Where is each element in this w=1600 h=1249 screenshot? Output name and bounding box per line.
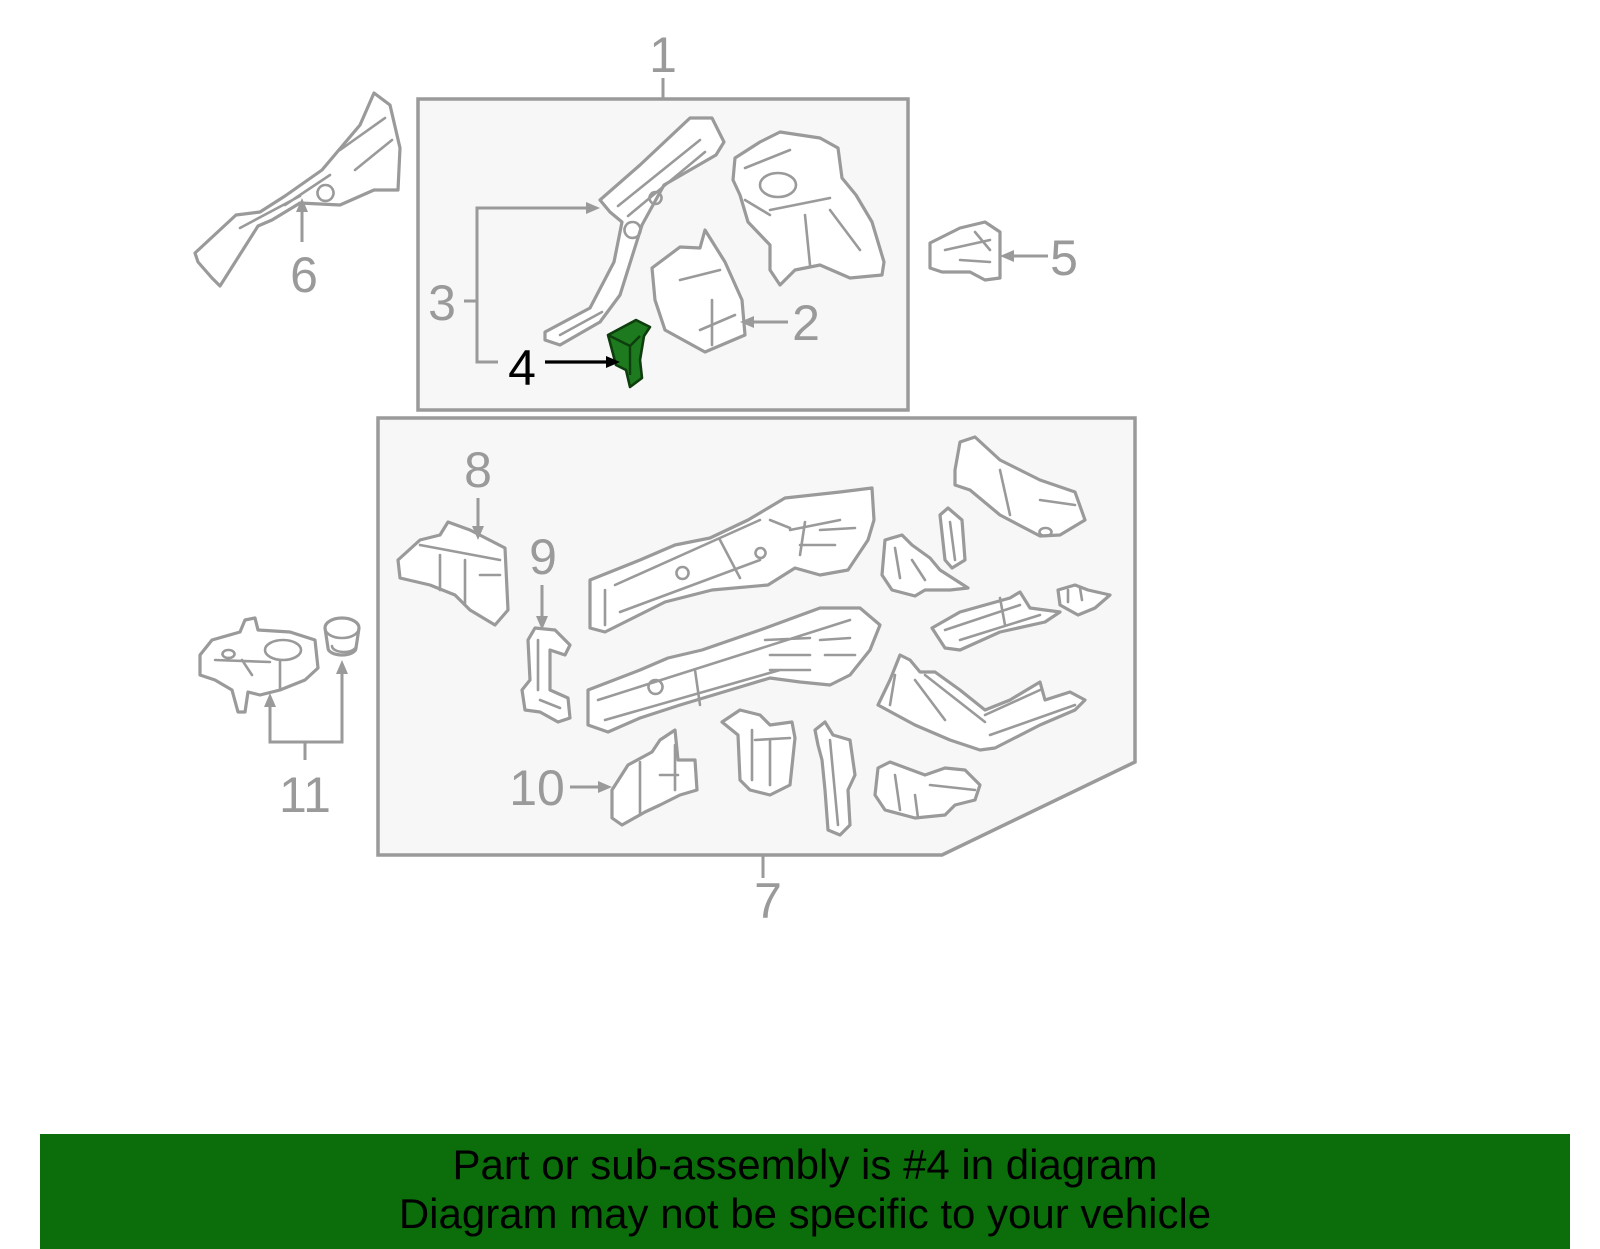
callout-9: 9 (529, 529, 557, 585)
leader-2 (740, 316, 788, 328)
part-7-lower-frame-rail[interactable] (586, 606, 882, 734)
callout-11: 11 (279, 767, 331, 823)
callout-3: 3 (428, 275, 456, 331)
callout-7: 7 (754, 873, 782, 929)
part-2-panel[interactable] (650, 228, 747, 354)
part-7-end-bracket[interactable] (873, 760, 982, 820)
banner-line-disclaimer: Diagram may not be specific to your vehi… (398, 1190, 1212, 1237)
callout-4: 4 (508, 340, 536, 396)
part-11-bump-stop[interactable] (323, 616, 361, 657)
part-7-upper-frame-rail[interactable] (588, 486, 876, 634)
part-7-clip[interactable] (1056, 583, 1112, 617)
part-6-apron[interactable] (193, 91, 402, 288)
part-7-lower-reinforcement[interactable] (876, 653, 1087, 752)
callout-6: 6 (290, 247, 318, 303)
callout-5: 5 (1050, 230, 1078, 286)
leader-6 (296, 198, 308, 242)
part-1-strut-tower[interactable] (731, 130, 886, 287)
part-7-channel-bracket[interactable] (720, 708, 797, 797)
part-9-bracket[interactable] (520, 626, 572, 724)
banner-line-part: Part or sub-assembly is #4 in diagram (452, 1141, 1158, 1188)
part-7-crossmember-bracket[interactable] (930, 590, 1062, 652)
leader-10 (570, 781, 612, 793)
part-4-bracket-highlighted[interactable] (606, 318, 652, 389)
part-8-bracket[interactable] (396, 520, 510, 627)
part-5-bracket[interactable] (928, 220, 1002, 282)
info-banner: Part or sub-assembly is #4 in diagram Di… (40, 1134, 1570, 1249)
part-7-small-bracket-b[interactable] (880, 533, 970, 598)
callout-8: 8 (464, 442, 492, 498)
part-7-vertical-stiffener[interactable] (813, 720, 857, 837)
leader-3 (464, 202, 600, 364)
part-3-upper-rail[interactable] (543, 116, 726, 347)
leader-4 (545, 356, 620, 368)
leader-9 (536, 585, 548, 630)
callout-1: 1 (649, 27, 677, 83)
part-11-mount[interactable] (198, 616, 320, 714)
part-7-gusset-upper[interactable] (953, 435, 1087, 538)
leader-5 (1000, 250, 1048, 262)
callout-2: 2 (792, 295, 820, 351)
part-10-bracket[interactable] (610, 728, 699, 827)
leader-8 (472, 498, 484, 540)
leader-11 (264, 660, 348, 760)
callout-10: 10 (509, 760, 565, 816)
part-7-small-bracket-a[interactable] (938, 506, 967, 570)
